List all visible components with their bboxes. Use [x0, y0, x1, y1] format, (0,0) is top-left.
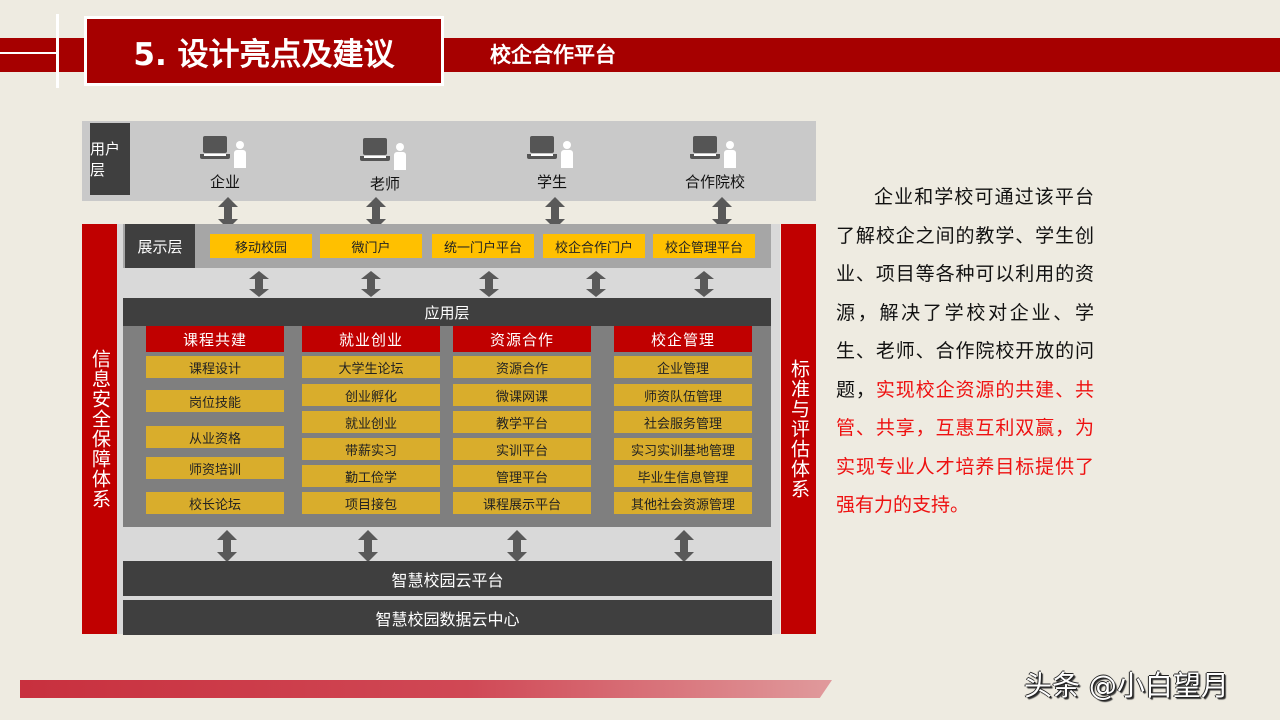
column-item: 企业管理 — [614, 356, 752, 378]
display-item: 微门户 — [320, 234, 422, 258]
header-decor-line — [0, 52, 58, 54]
double-arrow-icon — [479, 271, 499, 297]
application-layer: 应用层 课程共建 课程设计 岗位技能 从业资格 师资培训 校长论坛 就业创业 大… — [123, 298, 771, 527]
header-decor-vline — [56, 14, 59, 88]
double-arrow-icon — [545, 197, 565, 229]
column-item: 项目接包 — [302, 492, 440, 514]
column-item: 带薪实习 — [302, 438, 440, 460]
user-label: 学生 — [536, 173, 567, 191]
standards-system-bar: 标准与评估体系 — [781, 224, 816, 634]
double-arrow-icon — [674, 530, 694, 562]
double-arrow-icon — [218, 197, 238, 229]
laptop-user-icon — [330, 129, 440, 170]
column-item: 资源合作 — [453, 356, 591, 378]
user-label: 老师 — [369, 175, 400, 193]
column-item: 勤工俭学 — [302, 465, 440, 487]
column-item: 大学生论坛 — [302, 356, 440, 378]
column-header: 课程共建 — [146, 326, 284, 352]
display-layer: 展示层 移动校园 微门户 统一门户平台 校企合作门户 校企管理平台 — [123, 224, 771, 268]
description-text: 企业和学校可通过该平台了解校企之间的教学、学生创业、项目等各种可以利用的资源，解… — [836, 178, 1094, 525]
column-item: 校长论坛 — [146, 492, 284, 514]
description-highlight: 实现校企资源的共建、共管、共享，互惠互利双赢，为实现专业人才培养目标提供了强有力… — [836, 378, 1094, 517]
column-item: 师资队伍管理 — [614, 384, 752, 406]
display-item: 移动校园 — [210, 234, 312, 258]
column-item: 从业资格 — [146, 426, 284, 448]
user-layer: 用户层 企业 老师 学生 合作院校 — [82, 121, 816, 201]
column-header: 校企管理 — [614, 326, 752, 352]
column-item: 微课网课 — [453, 384, 591, 406]
user-label: 企业 — [209, 173, 240, 191]
double-arrow-icon — [586, 271, 606, 297]
double-arrow-icon — [361, 271, 381, 297]
column-item: 社会服务管理 — [614, 411, 752, 433]
laptop-user-icon — [660, 127, 770, 168]
laptop-user-icon — [497, 127, 607, 168]
page-subtitle: 校企合作平台 — [490, 43, 616, 67]
column-item: 师资培训 — [146, 457, 284, 479]
section-title: 5. 设计亮点及建议 — [84, 16, 444, 86]
display-item: 校企合作门户 — [543, 234, 645, 258]
column-item: 实训平台 — [453, 438, 591, 460]
column-item: 管理平台 — [453, 465, 591, 487]
cloud-platform-bar: 智慧校园云平台 — [123, 561, 772, 596]
column-item: 其他社会资源管理 — [614, 492, 752, 514]
column-item: 课程展示平台 — [453, 492, 591, 514]
user-label: 合作院校 — [684, 173, 745, 191]
user-teacher: 老师 — [330, 129, 440, 194]
laptop-user-icon — [170, 127, 280, 168]
user-enterprise: 企业 — [170, 127, 280, 192]
user-layer-label: 用户层 — [90, 123, 130, 195]
column-item: 创业孵化 — [302, 384, 440, 406]
column-item: 教学平台 — [453, 411, 591, 433]
display-layer-label: 展示层 — [125, 224, 195, 268]
column-item: 岗位技能 — [146, 390, 284, 412]
double-arrow-icon — [217, 530, 237, 562]
application-layer-title: 应用层 — [123, 298, 771, 326]
footer-gradient-bar — [20, 680, 832, 698]
user-partner-school: 合作院校 — [660, 127, 770, 192]
data-center-bar: 智慧校园数据云中心 — [123, 600, 772, 635]
display-item: 统一门户平台 — [432, 234, 534, 258]
column-header: 资源合作 — [453, 326, 591, 352]
double-arrow-icon — [358, 530, 378, 562]
double-arrow-icon — [694, 271, 714, 297]
column-item: 课程设计 — [146, 356, 284, 378]
watermark: 头条 @小白望月 — [1024, 669, 1229, 702]
column-item: 毕业生信息管理 — [614, 465, 752, 487]
double-arrow-icon — [366, 197, 386, 229]
display-item: 校企管理平台 — [653, 234, 755, 258]
column-item: 就业创业 — [302, 411, 440, 433]
double-arrow-icon — [249, 271, 269, 297]
double-arrow-icon — [507, 530, 527, 562]
double-arrow-icon — [712, 197, 732, 229]
security-system-bar: 信息安全保障体系 — [82, 224, 117, 634]
column-header: 就业创业 — [302, 326, 440, 352]
user-student: 学生 — [497, 127, 607, 192]
description-normal: 企业和学校可通过该平台了解校企之间的教学、学生创业、项目等各种可以利用的资源，解… — [836, 186, 1094, 401]
column-item: 实习实训基地管理 — [614, 438, 752, 460]
